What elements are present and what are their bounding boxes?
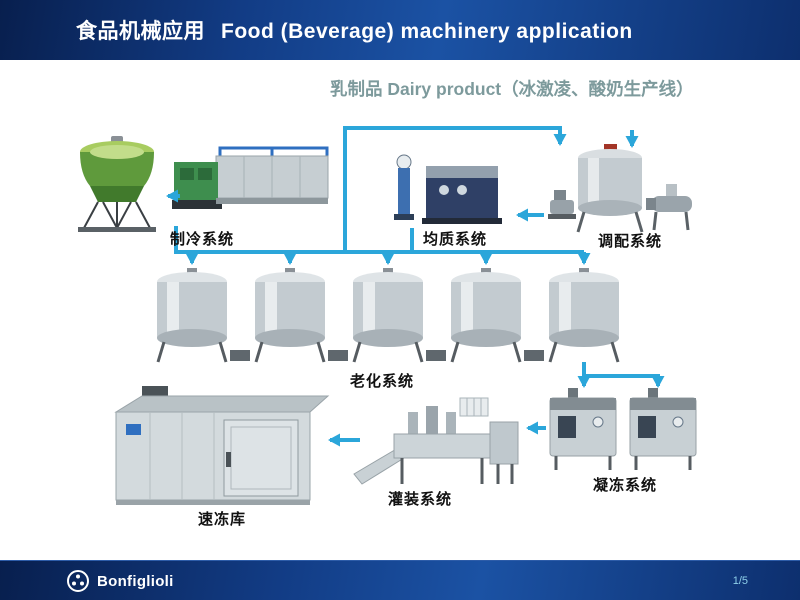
system-label-aging: 老化系统 [349,373,415,390]
system-label-blending: 调配系统 [597,233,663,250]
aging-tanks-image [150,268,645,373]
page-number: 1/5 [732,575,748,587]
freezer-room-image [106,386,334,513]
system-label-quick-freezing-room: 速冻库 [197,511,247,528]
homogenizer-image [386,152,506,235]
freezer-room-graphic [114,386,330,505]
aging-tanks-graphic [156,268,620,363]
filling-machine-image [352,396,522,493]
page-title-chinese: 食品机械应用 [76,20,205,43]
brand-name: Bonfiglioli [97,572,174,590]
cooling-tower-image [70,136,165,241]
page-title: 食品机械应用 Food (Beverage) machinery applicat… [76,15,633,45]
footer-bar: Bonfiglioli 1/5 [0,560,800,600]
process-diagram: 制冷系统 均质系统 调配系统 老化系统 速冻库 灌装系统 凝冻系统 [0,60,800,560]
freezer-machines-graphic [549,388,697,470]
blending-tank-image [548,142,700,239]
freezer-machines-image [548,388,703,478]
system-label-homogenizing: 均质系统 [422,231,488,248]
cooling-tower-graphic [78,136,156,232]
subtitle: 乳制品 Dairy product（冰激凌、酸奶生产线） [330,79,694,99]
brand-logo: Bonfiglioli [66,569,174,593]
blending-tank-graphic [548,144,692,233]
page-title-english: Food (Beverage) machinery application [221,20,633,43]
homogenizer-graphic [394,154,502,224]
system-label-freezing: 凝冻系统 [592,477,658,494]
system-label-cooling: 制冷系统 [169,231,235,248]
ice-maker-graphic [172,146,329,209]
bonfiglioli-logo-icon [67,570,89,592]
header-bar: 食品机械应用 Food (Beverage) machinery applicat… [0,0,800,60]
ice-maker-image [172,146,332,223]
filling-machine-graphic [353,397,519,485]
system-label-filling: 灌装系统 [387,491,453,508]
